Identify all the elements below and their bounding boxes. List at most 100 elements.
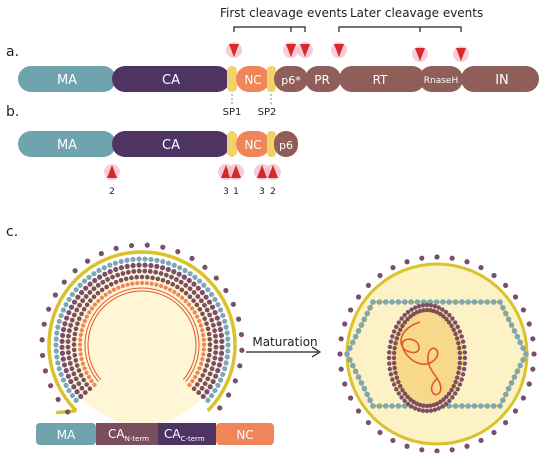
gag-lattice-dot — [110, 274, 115, 280]
gag-lattice-dot — [158, 271, 164, 276]
matrix-dot — [465, 403, 472, 409]
gag-lattice-dot — [74, 389, 80, 395]
gag-lattice-dot — [78, 373, 84, 378]
gag-lattice-dot — [60, 326, 67, 333]
gag-lattice-dot — [92, 277, 98, 284]
capsid-dot — [387, 366, 393, 372]
p6-domain — [274, 131, 298, 157]
gag-lattice-dot — [213, 333, 218, 339]
matrix-dot — [490, 403, 497, 409]
capsid-dot — [432, 303, 438, 309]
matrix-dot — [370, 299, 376, 305]
matrix-dot — [478, 403, 484, 409]
envelope-spike — [530, 366, 536, 372]
capsid-dot — [387, 361, 392, 366]
envelope-spike — [355, 294, 362, 300]
gag-lattice-dot — [56, 318, 62, 324]
gag-lattice-dot — [139, 274, 145, 280]
gag-lattice-dot — [81, 278, 88, 284]
capsid-dot — [462, 361, 467, 366]
gag-lattice-dot — [116, 285, 121, 290]
gag-lattice-dot — [80, 298, 86, 304]
gag-lattice-dot — [68, 304, 75, 310]
gag-lattice-dot — [71, 384, 77, 390]
matrix-dot — [490, 299, 497, 305]
gag-lattice-dot — [202, 368, 208, 373]
gag-lattice-dot — [53, 336, 59, 342]
gag-lattice-dot — [71, 336, 77, 342]
matrix-dot — [382, 403, 389, 409]
gag-lattice-dot — [60, 377, 67, 383]
matrix-dot — [505, 385, 512, 392]
pr-domain — [305, 66, 341, 92]
gag-pol-polyprotein: MA CA NC p6* PR RT RnaseH IN — [18, 66, 539, 92]
gag-lattice-dot — [208, 291, 215, 298]
gag-lattice-dot — [158, 283, 164, 289]
capsid-dot — [420, 303, 426, 308]
gag-lattice-dot — [220, 371, 226, 378]
gag-lattice-dot — [92, 302, 98, 307]
gag-lattice-dot — [189, 306, 195, 311]
matrix-dot — [358, 322, 365, 328]
envelope-spike — [226, 392, 232, 398]
cleavage-order-number: 2 — [109, 187, 115, 197]
gag-lattice-dot — [71, 312, 77, 318]
envelope-spike — [491, 429, 497, 436]
gag-lattice-dot — [215, 368, 221, 374]
gag-lattice-dot — [63, 382, 69, 388]
capsid-dot — [454, 336, 460, 341]
envelope-spike — [175, 249, 181, 255]
envelope-spike — [65, 409, 71, 415]
gag-lattice-dot — [195, 285, 201, 291]
matrix-dot — [520, 356, 526, 363]
gag-lattice-dot — [75, 321, 80, 326]
matrix-dot — [502, 391, 509, 398]
gag-lattice-dot — [210, 322, 216, 328]
gag-lattice-dot — [207, 336, 213, 342]
gag-lattice-dot — [195, 382, 200, 387]
capsid-dot — [446, 391, 452, 396]
capsid-dot — [409, 404, 414, 409]
envelope-spike — [61, 279, 67, 285]
p6-label: p6 — [279, 139, 293, 152]
gag-lattice-dot — [112, 260, 119, 266]
capsid-dot — [386, 355, 392, 361]
matrix-dot — [517, 339, 524, 346]
gag-lattice-dot — [198, 323, 203, 328]
matrix-dot — [347, 345, 353, 352]
gag-lattice-dot — [205, 397, 211, 403]
gag-lattice-dot — [150, 275, 155, 281]
gag-lattice-dot — [73, 358, 79, 363]
envelope-spike — [39, 337, 45, 343]
gag-lattice-dot — [113, 279, 119, 285]
gag-lattice-dot — [195, 314, 200, 319]
gag-lattice-dot — [200, 356, 205, 362]
gag-lattice-dot — [191, 298, 196, 303]
envelope-spike — [232, 378, 238, 384]
cleavage-arrow — [283, 42, 299, 58]
matrix-dot — [395, 299, 402, 305]
capsid-dot — [450, 395, 455, 400]
rt-label: RT — [373, 73, 388, 87]
capsid-dot — [455, 386, 460, 392]
envelope-spike — [189, 255, 195, 261]
gag-lattice-dot — [206, 331, 212, 337]
capsid-dot — [459, 377, 464, 382]
matrix-dot — [349, 339, 356, 346]
gag-lattice-dot — [139, 280, 145, 286]
ma-label: MA — [57, 138, 77, 153]
gag-lattice-dot — [145, 274, 150, 280]
legend-ca-nterm-label: CAN-term — [108, 427, 149, 443]
capsid-dot — [424, 307, 430, 313]
gag-lattice-dot — [175, 284, 180, 290]
sp1-spacer — [227, 131, 237, 157]
capsid-dot — [457, 345, 462, 351]
capsid-dot — [450, 316, 455, 321]
envelope-spike — [217, 405, 223, 411]
gag-lattice-dot — [111, 287, 117, 292]
capsid-dot — [408, 314, 413, 319]
gag-lattice-dot — [59, 344, 65, 350]
gag-lattice-dot — [212, 328, 218, 334]
envelope-spike — [478, 437, 484, 444]
gag-lattice-dot — [89, 378, 94, 384]
